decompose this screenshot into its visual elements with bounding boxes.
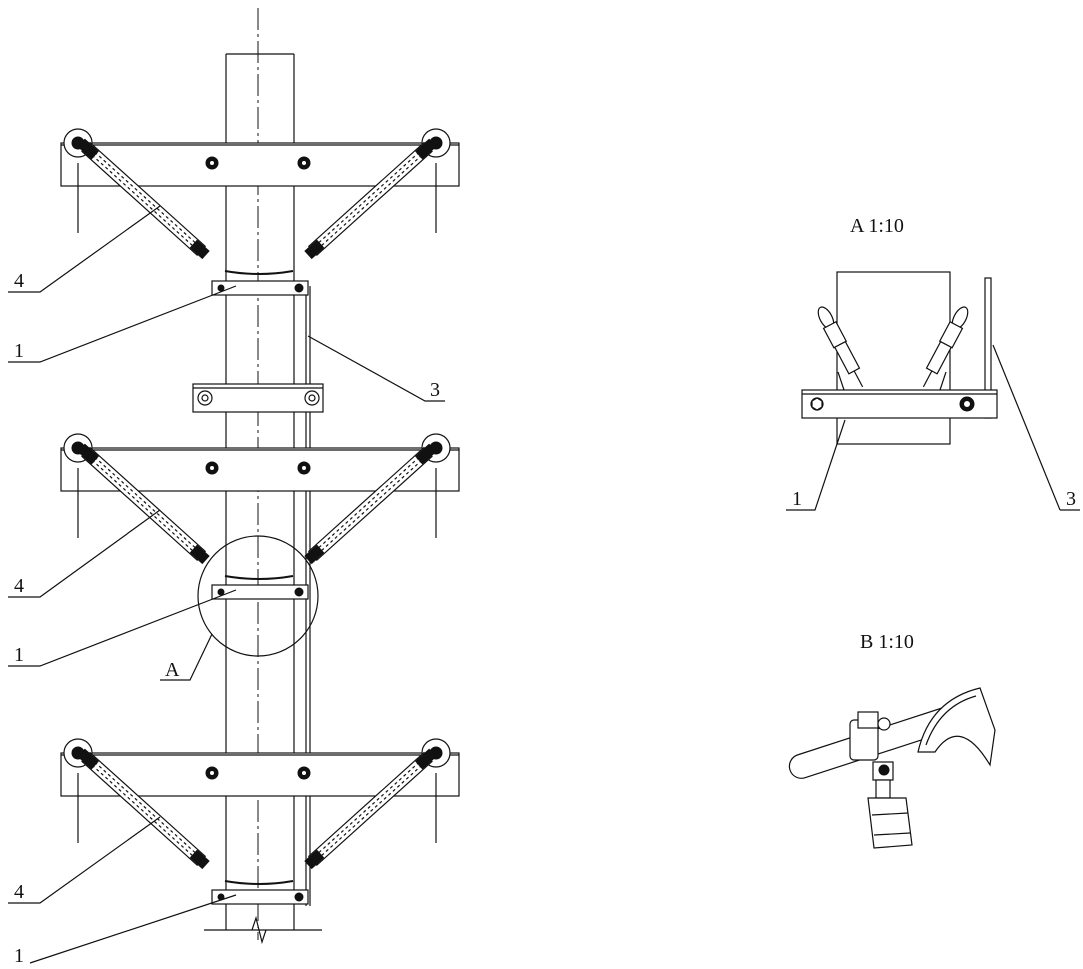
cross-arm-bottom <box>61 739 459 884</box>
leader-lines <box>8 205 445 964</box>
detail-view-a: A 1:10 1 3 <box>786 215 1080 511</box>
label-part1-top: 1 <box>14 340 24 362</box>
detail-view-b: B 1:10 <box>788 631 996 849</box>
view-a-title: A 1:10 <box>850 215 904 237</box>
label-detail-a: A <box>165 659 180 681</box>
view-b-title: B 1:10 <box>860 631 914 653</box>
pole <box>204 53 322 945</box>
label-part1-bottom: 1 <box>14 945 24 967</box>
spacer-bracket <box>192 383 324 413</box>
cross-arm-top <box>61 129 459 274</box>
clamp-bottom <box>211 889 309 905</box>
label-part4-top: 4 <box>14 270 24 292</box>
detail-circle-a <box>197 535 319 657</box>
view-a-label-part3: 3 <box>1066 488 1076 510</box>
label-part4-bottom: 4 <box>14 881 24 903</box>
clamp-top <box>211 280 309 296</box>
label-part3-main: 3 <box>430 379 440 401</box>
label-part4-middle: 4 <box>14 575 24 597</box>
main-elevation: 4 1 3 4 1 A 4 1 <box>8 8 459 967</box>
view-a-label-part1: 1 <box>792 488 802 510</box>
label-part1-middle: 1 <box>14 644 24 666</box>
cross-arm-middle <box>61 434 459 579</box>
clamp-middle <box>211 584 309 600</box>
